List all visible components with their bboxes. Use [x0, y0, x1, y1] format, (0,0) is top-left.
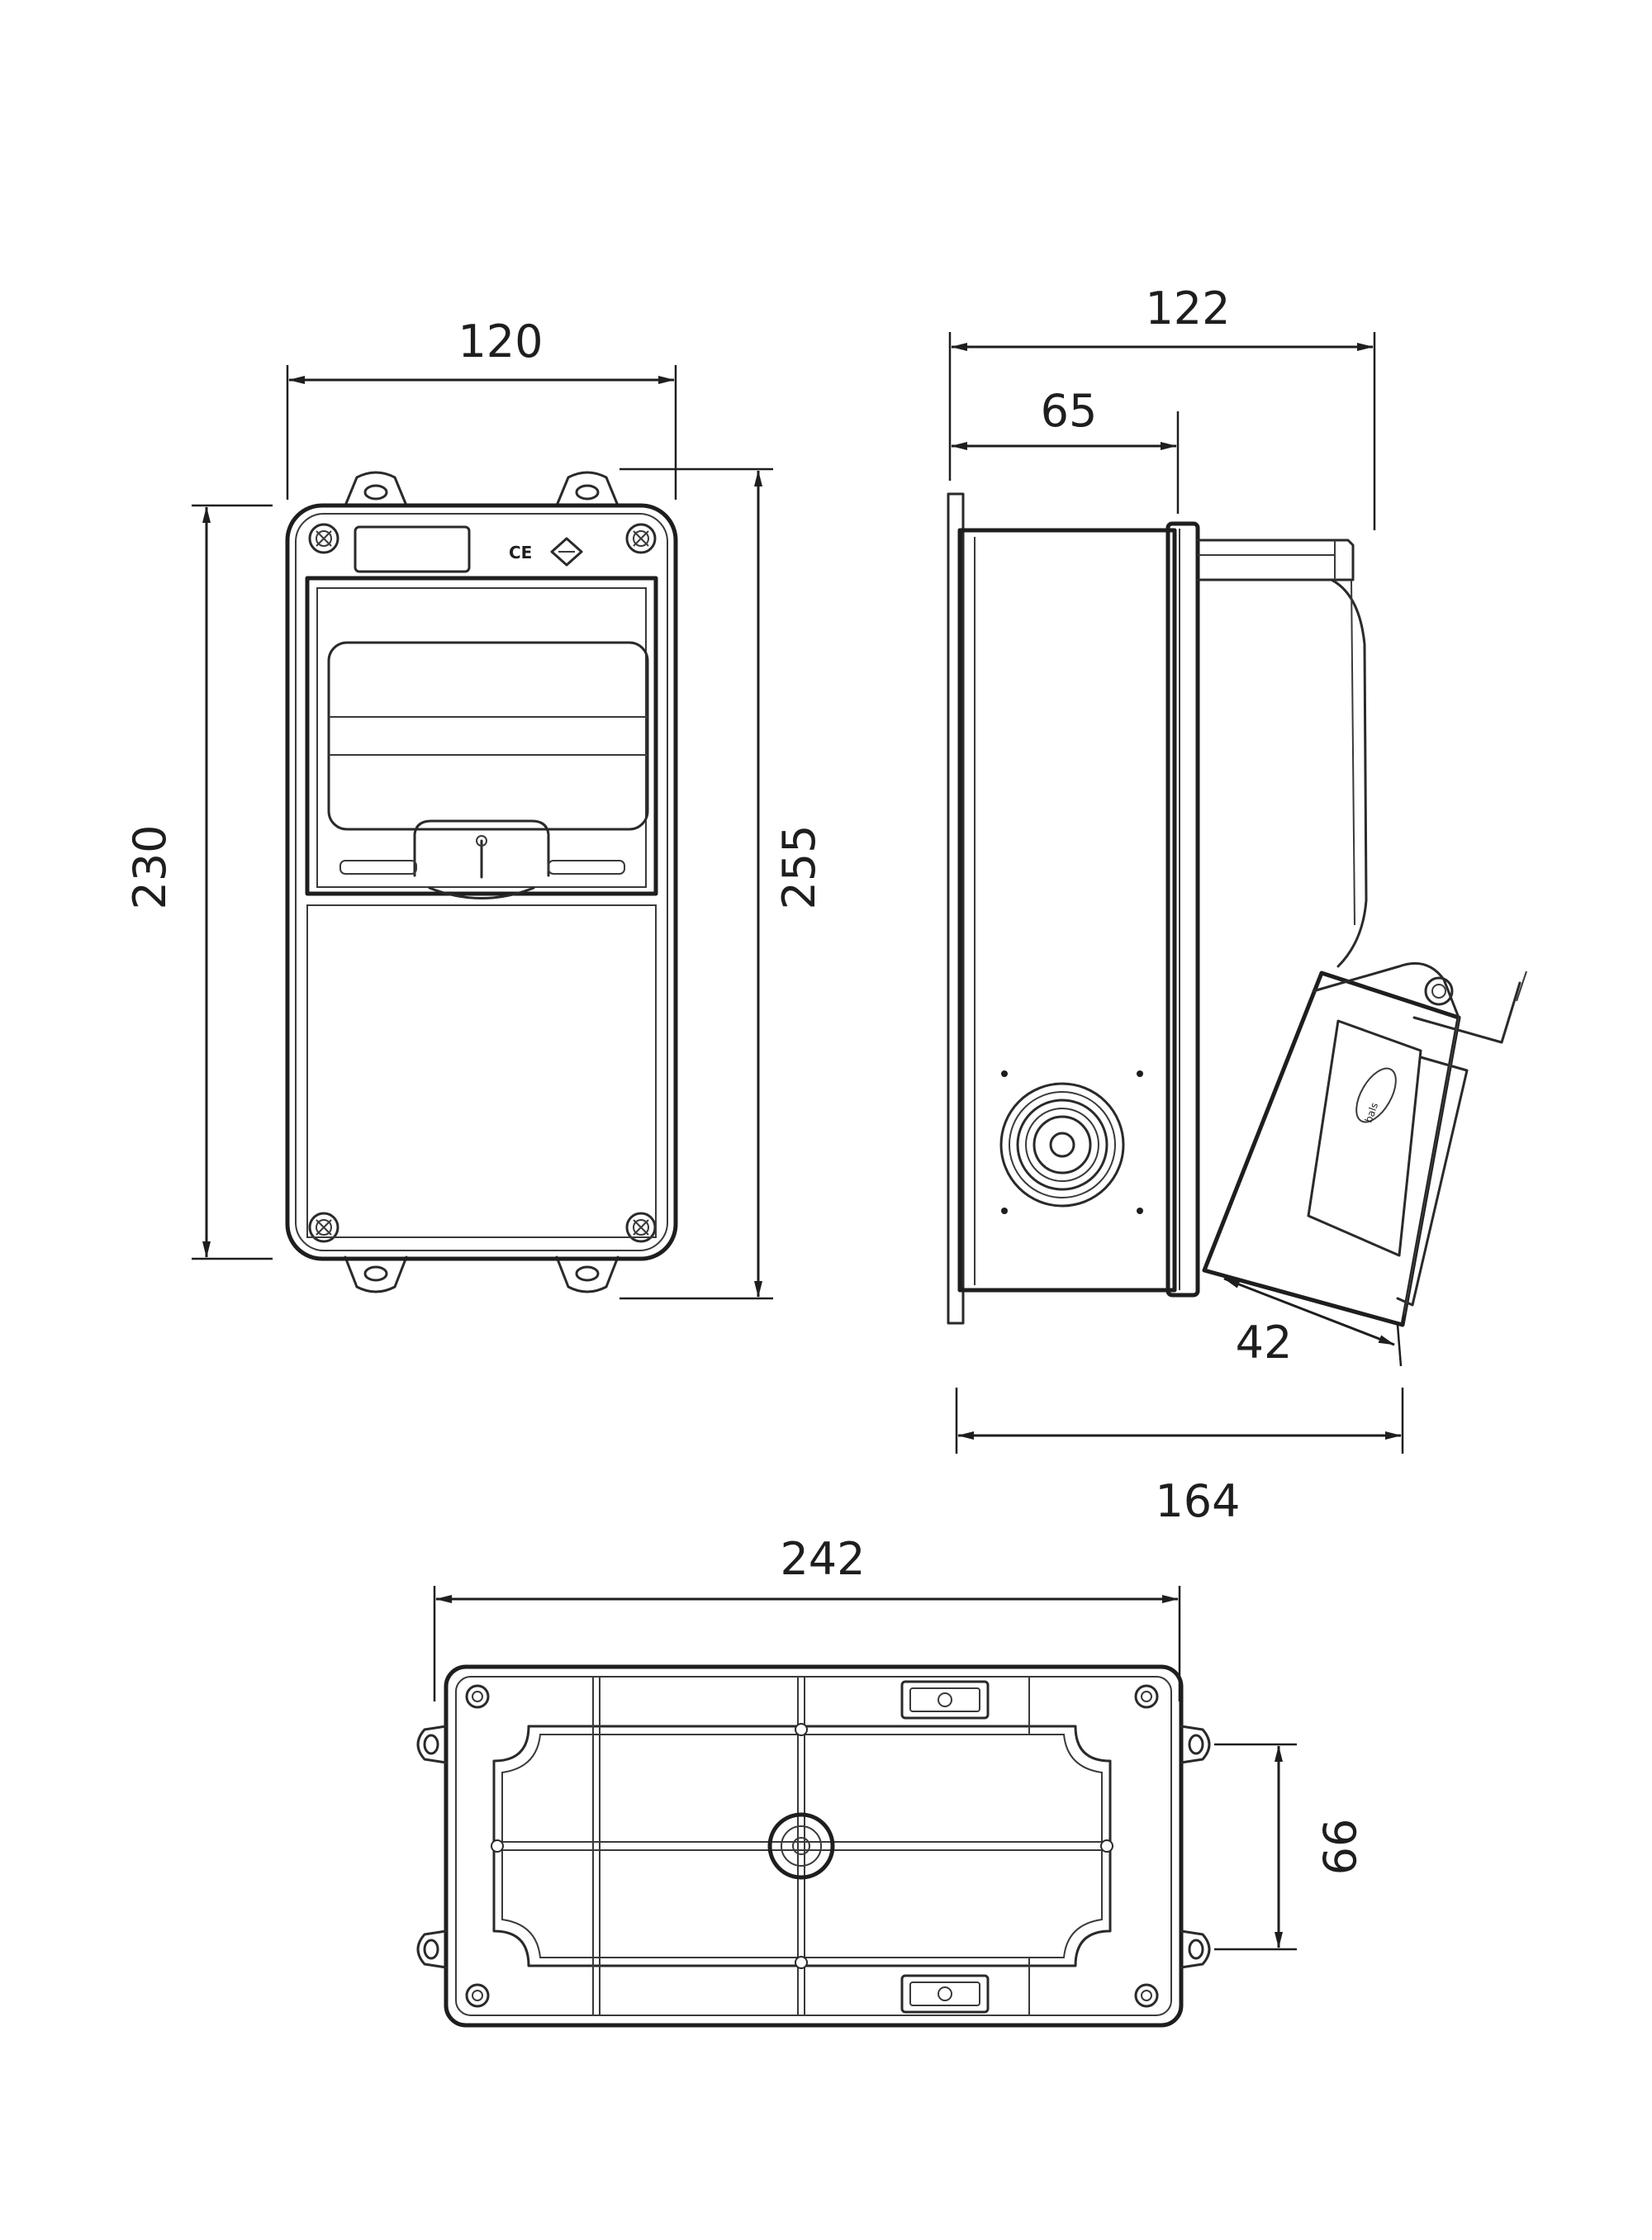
- base-center-boss: [767, 1812, 835, 1880]
- base-plate: [444, 1664, 1184, 2028]
- front-enclosure: [285, 503, 678, 1261]
- front-top-left-lug: [344, 471, 408, 507]
- dim-side-overall-depth: 164: [1155, 1475, 1240, 1527]
- side-back-flange: [947, 492, 965, 1325]
- front-view: CE 120 230 255: [124, 316, 825, 1300]
- screw-head-icon: [625, 523, 657, 554]
- dim-front-overall-height: 255: [773, 824, 825, 909]
- ce-mark-icon: CE: [509, 543, 532, 562]
- base-inner-recess: [492, 1725, 1112, 1967]
- label-plate: [354, 525, 471, 573]
- window-latch: [413, 819, 550, 877]
- dim-side-body-depth: 65: [1041, 385, 1098, 437]
- front-bottom-right-lug: [555, 1255, 620, 1293]
- dim-base-hole-spacing: 99: [1313, 1819, 1365, 1876]
- dim-front-height: 230: [124, 824, 176, 909]
- angled-socket: bals: [1202, 961, 1527, 1327]
- side-body: [957, 528, 1177, 1293]
- breaker-window-frame: [305, 576, 658, 896]
- front-bottom-left-lug: [344, 1255, 408, 1293]
- dim-side-depth: 122: [1145, 282, 1230, 335]
- side-view: bals 122 65 42: [947, 282, 1527, 1527]
- screw-head-icon: [308, 1212, 339, 1243]
- dim-front-width: 120: [458, 316, 543, 368]
- dim-base-length: 242: [780, 1533, 865, 1585]
- dim-socket-projection: 42: [1236, 1317, 1293, 1369]
- breaker-window-glass: [327, 641, 649, 831]
- base-top-slot: [900, 1680, 990, 1720]
- side-top-housing: [1196, 539, 1355, 581]
- cable-gland-icon: [999, 1070, 1143, 1214]
- base-view: 242: [416, 1533, 1365, 2028]
- dim-line-socket-projection: [1223, 1277, 1395, 1346]
- side-lid-edge: [1165, 521, 1200, 1298]
- front-top-right-lug: [555, 471, 620, 507]
- base-bottom-slot: [900, 1974, 990, 2014]
- socket-brand-label: bals: [1363, 1101, 1381, 1124]
- approval-diamond-icon: [550, 537, 583, 567]
- screw-head-icon: [308, 523, 339, 554]
